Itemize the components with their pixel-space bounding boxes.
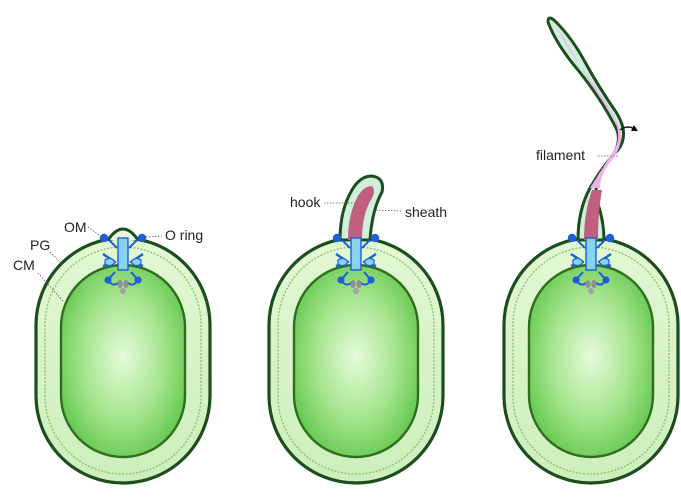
cell-body-2: [269, 238, 443, 483]
leader-sheath: [376, 210, 401, 211]
label-cm: CM: [13, 257, 35, 273]
cell-stage-3: [504, 238, 678, 483]
leader-om: [88, 227, 106, 240]
sheath-3: [548, 18, 624, 240]
label-filament-group: filament: [536, 147, 618, 163]
leader-pg: [50, 252, 60, 262]
label-om: OM: [64, 219, 87, 235]
label-om-group: OM: [64, 219, 106, 240]
cell-body-1: [36, 238, 210, 483]
label-sheath-group: sheath: [376, 204, 447, 220]
label-filament: filament: [536, 147, 585, 163]
cell-stage-1: [36, 238, 210, 483]
label-sheath: sheath: [405, 204, 447, 220]
leader-o-ring: [146, 236, 162, 237]
label-o-ring: O ring: [165, 227, 203, 243]
label-pg: PG: [30, 237, 50, 253]
label-hook: hook: [290, 194, 321, 210]
cell-stage-2: [269, 238, 443, 483]
cell-body-3: [504, 238, 678, 483]
label-oring-group: O ring: [146, 227, 203, 243]
